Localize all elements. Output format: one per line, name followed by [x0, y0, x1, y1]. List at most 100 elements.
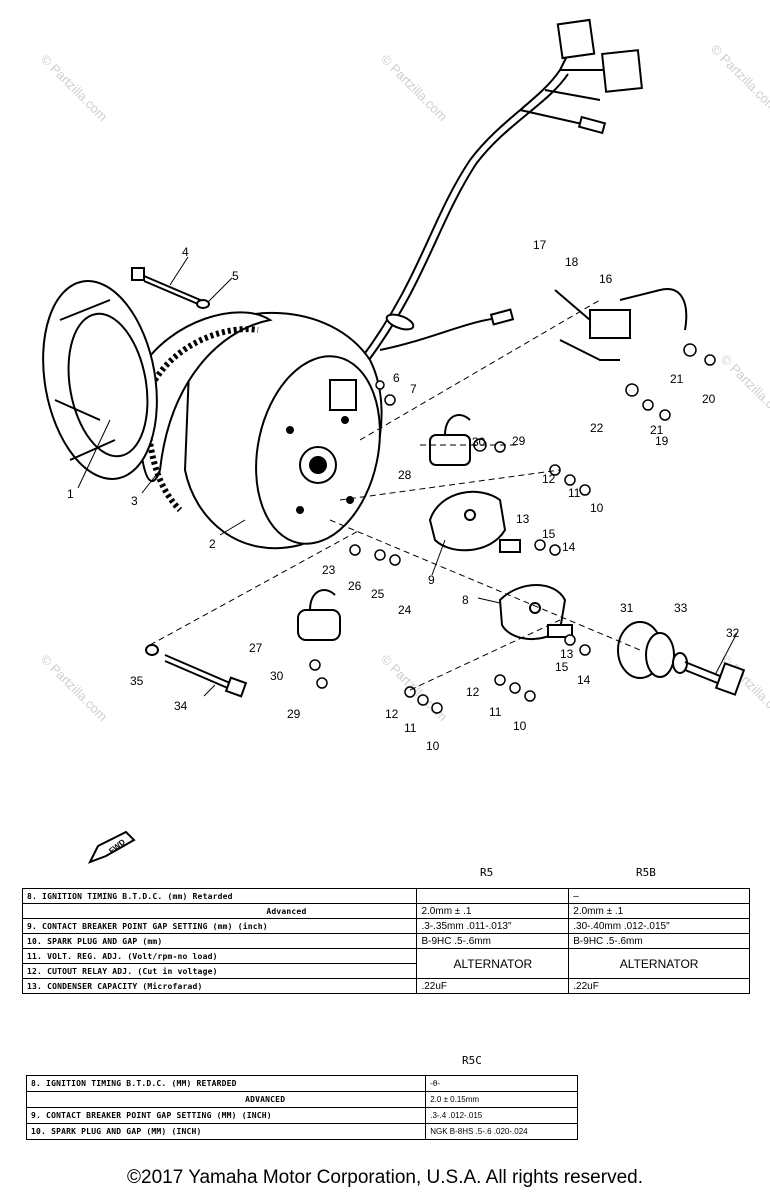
callout: 10 [513, 719, 527, 733]
callout: 12 [466, 685, 480, 699]
callout: 31 [620, 601, 634, 615]
callout: 11 [489, 705, 502, 719]
table-row: 8. IGNITION TIMING B.T.D.C. (mm) Retarde… [21, 888, 750, 904]
spec-label: 13. CONDENSER CAPACITY (Microfarad) [21, 978, 418, 994]
spec-value-r5b: .30-.40mm .012-.015" [568, 918, 750, 934]
callout: 10 [590, 501, 604, 515]
callout: 6 [393, 371, 400, 385]
callout: 17 [533, 238, 547, 252]
callout: 12 [385, 707, 399, 721]
callout: 18 [565, 255, 579, 269]
bolt-34 [145, 644, 248, 698]
exploded-parts-diagram: © Partzilla.com © Partzilla.com © Partzi… [38, 18, 770, 753]
copyright-notice: ©2017 Yamaha Motor Corporation, U.S.A. A… [127, 1167, 643, 1188]
callout: 20 [702, 392, 716, 406]
watermark: © Partzilla.com [38, 52, 111, 125]
table-row: 11. VOLT. REG. ADJ. (Volt/rpm-no load) A… [21, 948, 750, 979]
table-row: ADVANCED 2.0 ± 0.15mm [25, 1091, 578, 1108]
callout: 35 [130, 674, 144, 688]
spacer-31 [617, 621, 675, 679]
spec-value-r5c: .3-.4 .012-.015 [425, 1107, 578, 1124]
callout: 13 [560, 647, 574, 661]
col-header-r5b: R5B [636, 866, 656, 879]
spec-value-r5b: 2.0mm ± .1 [568, 903, 750, 919]
callout: 13 [516, 512, 530, 526]
watermark: © Partzilla.com [378, 52, 451, 125]
callout: 14 [577, 673, 591, 687]
spec-label: 9. CONTACT BREAKER POINT GAP SETTING (MM… [25, 1107, 427, 1124]
table-row: 10. SPARK PLUG AND GAP (MM) (INCH) NGK B… [25, 1123, 578, 1140]
callout: 27 [249, 641, 263, 655]
spec-value-r5: .3-.35mm .011-.013" [416, 918, 570, 934]
stator-ring [138, 311, 273, 513]
callout: 26 [348, 579, 362, 593]
callout: 30 [472, 435, 486, 449]
callout-numbers: 1 2 3 4 5 6 7 8 9 10 10 10 11 11 11 12 1… [67, 238, 740, 753]
spec-value-r5: 2.0mm ± .1 [416, 903, 570, 919]
callout: 19 [655, 434, 669, 448]
callout: 9 [428, 573, 435, 587]
table-row: 10. SPARK PLUG AND GAP (mm) B-9HC .5-.6m… [21, 933, 750, 949]
col-header-r5: R5 [480, 866, 494, 879]
callout: 7 [410, 382, 417, 396]
condenser-28 [429, 414, 471, 466]
spec-value-r5 [416, 888, 570, 904]
callout: 8 [462, 593, 469, 607]
table-row: 8. IGNITION TIMING B.T.D.C. (MM) RETARDE… [25, 1075, 578, 1092]
watermark: © Partzilla.com [38, 652, 111, 725]
callout: 5 [232, 269, 239, 283]
generator-housing [183, 312, 383, 550]
spec-label: ADVANCED [25, 1091, 427, 1108]
callout: 30 [270, 669, 284, 683]
callout: 4 [182, 245, 189, 259]
callout: 10 [426, 739, 440, 753]
condenser-27 [297, 589, 341, 641]
spec-label: 9. CONTACT BREAKER POINT GAP SETTING (mm… [21, 918, 418, 934]
wiring-harness [359, 39, 610, 365]
spec-value-r5b: ALTERNATOR [568, 948, 750, 979]
table-row: Advanced 2.0mm ± .1 2.0mm ± .1 [21, 903, 750, 919]
breaker-assembly-9 [428, 490, 521, 553]
breaker-assembly-8 [498, 584, 573, 641]
callout: 24 [398, 603, 412, 617]
leader-lines [77, 256, 738, 697]
bolt-4 [131, 267, 210, 309]
callout: 11 [404, 721, 417, 735]
spec-value-r5: ALTERNATOR [416, 948, 570, 979]
table-row: 9. CONTACT BREAKER POINT GAP SETTING (mm… [21, 918, 750, 934]
spec-value-r5b: .22uF [568, 978, 750, 994]
spec-table-r5: 8. IGNITION TIMING B.T.D.C. (mm) Retarde… [21, 888, 750, 994]
callout: 33 [674, 601, 688, 615]
callout: 28 [398, 468, 412, 482]
callout: 1 [67, 487, 74, 501]
spec-label: 8. IGNITION TIMING B.T.D.C. (mm) Retarde… [21, 888, 418, 904]
callout: 11 [568, 486, 581, 500]
spec-table-r5c: 8. IGNITION TIMING B.T.D.C. (MM) RETARDE… [25, 1075, 578, 1140]
watermark: © Partzilla.com [718, 352, 770, 425]
callout: 15 [542, 527, 556, 541]
spec-value-r5c: 2.0 ± 0.15mm [425, 1091, 578, 1108]
callout: 15 [555, 660, 569, 674]
callout: 23 [322, 563, 336, 577]
connector-plugs [385, 18, 643, 331]
callout: 2 [209, 537, 216, 551]
spec-label: Advanced [21, 903, 418, 919]
spec-value-r5b: – [568, 888, 750, 904]
callout: 22 [590, 421, 604, 435]
spec-label: 12. CUTOUT RELAY ADJ. (Cut in voltage) [21, 963, 418, 979]
spec-value-r5b: B-9HC .5-.6mm [568, 933, 750, 949]
spec-value-r5: .22uF [416, 978, 570, 994]
callout: 3 [131, 494, 138, 508]
alignment-lines [149, 299, 641, 691]
spec-value-r5c: -θ- [425, 1075, 578, 1092]
callout: 29 [287, 707, 301, 721]
fwd-arrow-icon [87, 830, 136, 864]
table-row: 9. CONTACT BREAKER POINT GAP SETTING (MM… [25, 1107, 578, 1124]
bolt-32 [672, 652, 746, 696]
spec-value-r5c: NGK B-8HS .5-.6 .020-.024 [425, 1123, 578, 1140]
spec-label: 10. SPARK PLUG AND GAP (mm) [21, 933, 418, 949]
rotor [42, 280, 158, 480]
callout: 21 [650, 423, 664, 437]
col-header-r5c: R5C [462, 1054, 482, 1067]
spec-label: 10. SPARK PLUG AND GAP (MM) (INCH) [25, 1123, 427, 1140]
